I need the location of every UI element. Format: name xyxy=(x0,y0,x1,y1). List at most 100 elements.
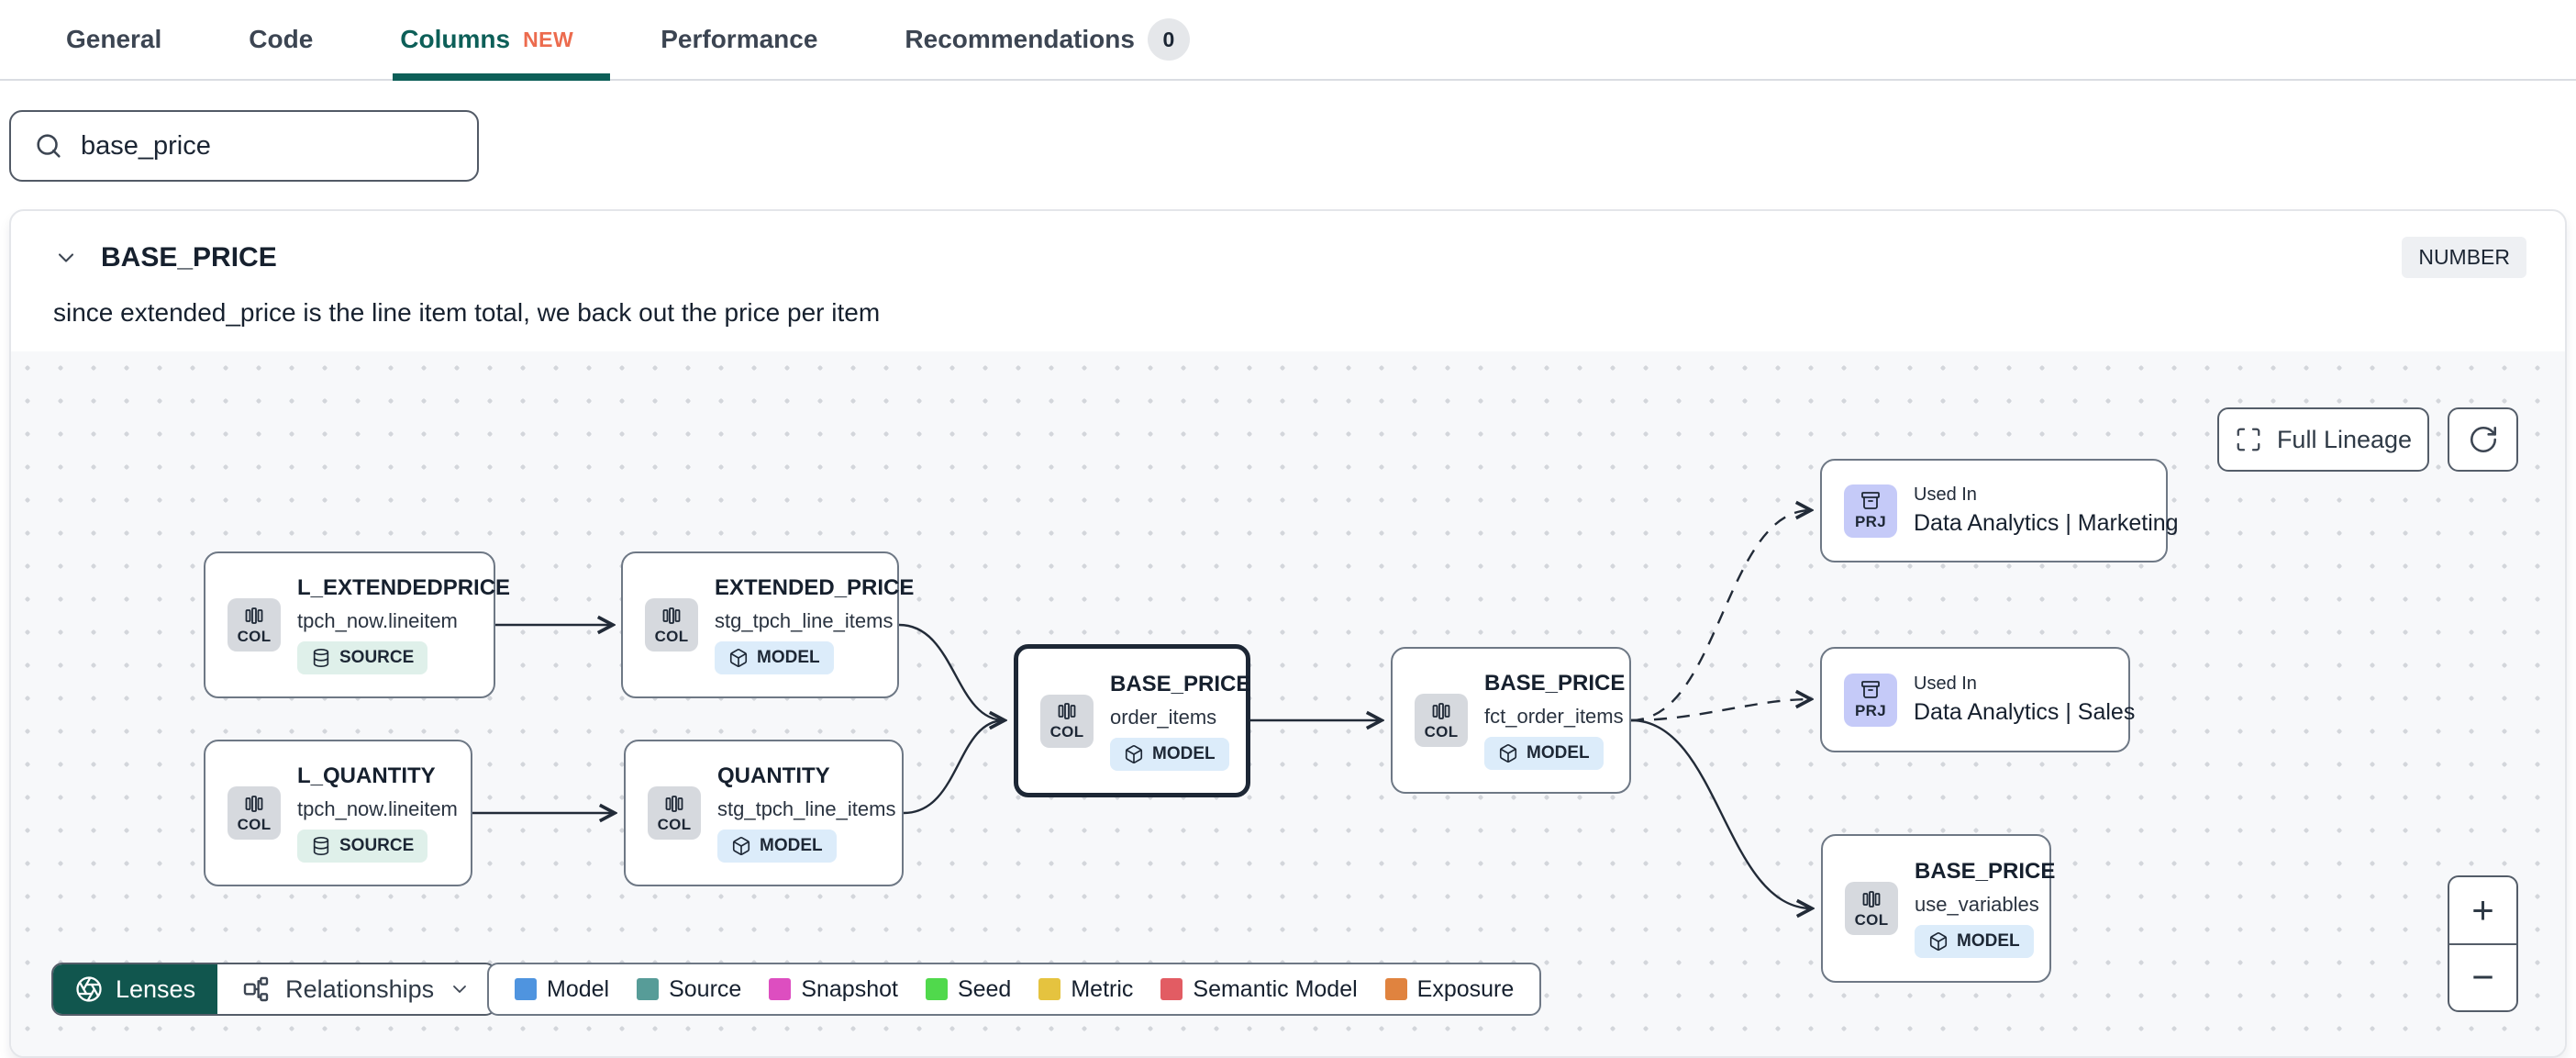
lineage-node-base-price-order-items[interactable]: COL BASE_PRICE order_items MODEL xyxy=(1014,644,1250,797)
archive-icon xyxy=(1861,681,1880,698)
legend-label: Metric xyxy=(1071,975,1134,1002)
tab-label: Recommendations xyxy=(905,25,1135,53)
model-badge: MODEL xyxy=(1915,925,2034,958)
node-title: BASE_PRICE xyxy=(1484,671,1626,696)
legend-label: Seed xyxy=(957,975,1012,1002)
snapshot-swatch xyxy=(769,978,792,1000)
model-badge: MODEL xyxy=(717,830,837,863)
legend-item-source: Source xyxy=(637,976,741,1003)
node-subtitle: use_variables xyxy=(1915,893,2039,916)
kind-label: COL xyxy=(657,815,692,833)
node-subtitle: stg_tpch_line_items xyxy=(717,797,896,820)
prj-kind-box: PRJ xyxy=(1844,484,1897,538)
tab-code[interactable]: Code xyxy=(249,0,313,79)
cube-icon xyxy=(732,837,750,855)
column-name: BASE_PRICE xyxy=(101,241,277,273)
metric-swatch xyxy=(1038,978,1061,1000)
tab-label: Columns xyxy=(400,25,511,53)
tab-recommendations[interactable]: Recommendations 0 xyxy=(905,0,1190,79)
zoom-in-button[interactable]: + xyxy=(2449,877,2516,943)
badge-label: MODEL xyxy=(1957,931,2020,951)
lineage-node-l-quantity[interactable]: COL L_QUANTITY tpch_now.lineitem SOURCE xyxy=(204,740,472,886)
relationships-icon xyxy=(243,976,269,1002)
columns-icon xyxy=(1862,890,1881,908)
node-text: QUANTITY stg_tpch_line_items MODEL xyxy=(717,763,895,863)
tab-bar: General Code Columns NEW Performance Rec… xyxy=(0,0,2576,81)
node-subtitle: order_items xyxy=(1110,705,1217,729)
search-box[interactable] xyxy=(9,110,479,182)
node-text: EXTENDED_PRICE stg_tpch_line_items MODEL xyxy=(715,575,914,674)
full-lineage-label: Full Lineage xyxy=(2276,425,2413,453)
archive-icon xyxy=(1861,492,1880,509)
tab-label: Code xyxy=(249,25,314,53)
badge-label: MODEL xyxy=(757,648,820,667)
node-title: L_EXTENDEDPRICE xyxy=(297,575,511,600)
cube-icon xyxy=(729,649,748,667)
chevron-down-icon[interactable] xyxy=(53,245,79,271)
legend-label: Source xyxy=(669,975,742,1002)
lineage-node-l-extendedprice[interactable]: COL L_EXTENDEDPRICE tpch_now.lineitem SO… xyxy=(204,551,510,698)
node-text: BASE_PRICE use_variables MODEL xyxy=(1915,859,2055,958)
node-subtitle: tpch_now.lineitem xyxy=(297,609,458,632)
lens-controls: Lenses Relationships xyxy=(51,963,497,1016)
model-badge: MODEL xyxy=(1484,737,1604,770)
relationships-label: Relationships xyxy=(285,974,435,1003)
legend-label: Model xyxy=(547,975,610,1002)
columns-icon xyxy=(665,795,683,812)
node-text: L_QUANTITY tpch_now.lineitem SOURCE xyxy=(297,763,458,863)
refresh-button[interactable] xyxy=(2448,407,2518,472)
cube-icon xyxy=(1125,744,1143,763)
node-title: Data Analytics | Sales xyxy=(1914,699,2136,725)
used-in-label: Used In xyxy=(1914,674,1977,694)
search-input[interactable] xyxy=(81,130,455,161)
relationships-dropdown[interactable]: Relationships xyxy=(217,964,494,1014)
model-swatch xyxy=(515,978,537,1000)
node-subtitle: fct_order_items xyxy=(1484,705,1624,728)
columns-icon xyxy=(1432,702,1450,719)
search-icon xyxy=(37,134,61,158)
kind-label: COL xyxy=(654,627,689,645)
badge-label: SOURCE xyxy=(339,836,415,855)
search-row xyxy=(0,81,2576,182)
legend-item-semantic-model: Semantic Model xyxy=(1160,976,1358,1003)
tab-columns[interactable]: Columns NEW xyxy=(393,0,611,81)
legend-item-seed: Seed xyxy=(925,975,1012,1003)
kind-label: PRJ xyxy=(1855,513,1886,530)
node-title: L_QUANTITY xyxy=(297,763,436,788)
kind-label: PRJ xyxy=(1855,702,1886,719)
node-text: BASE_PRICE order_items MODEL xyxy=(1110,672,1250,771)
node-text: L_EXTENDEDPRICE tpch_now.lineitem SOURCE xyxy=(297,575,510,674)
lineage-node-quantity[interactable]: COL QUANTITY stg_tpch_line_items MODEL xyxy=(624,740,904,886)
model-badge: MODEL xyxy=(715,641,834,674)
kind-label: COL xyxy=(1424,722,1459,741)
new-badge: NEW xyxy=(523,27,574,51)
node-title: QUANTITY xyxy=(717,763,830,788)
col-kind-box: COL xyxy=(1415,694,1468,747)
exposure-swatch xyxy=(1384,978,1407,1000)
columns-icon xyxy=(1058,703,1076,719)
lineage-node-used-in-marketing[interactable]: PRJ Used In Data Analytics | Marketing xyxy=(1820,459,2179,562)
col-kind-box: COL xyxy=(645,598,698,652)
lenses-button[interactable]: Lenses xyxy=(53,964,218,1014)
full-lineage-button[interactable]: Full Lineage xyxy=(2217,407,2429,472)
node-title: EXTENDED_PRICE xyxy=(715,575,915,600)
col-kind-box: COL xyxy=(1845,882,1898,935)
zoom-divider xyxy=(2449,942,2516,945)
badge-label: MODEL xyxy=(1152,743,1216,763)
node-title: Data Analytics | Marketing xyxy=(1914,510,2179,536)
source-badge: SOURCE xyxy=(297,641,428,674)
source-swatch xyxy=(637,978,660,1000)
lineage-node-base-price-use-variables[interactable]: COL BASE_PRICE use_variables MODEL xyxy=(1821,834,2055,983)
refresh-icon xyxy=(2470,426,2496,453)
tab-general[interactable]: General xyxy=(66,0,161,79)
lineage-node-extended-price[interactable]: COL EXTENDED_PRICE stg_tpch_line_items M… xyxy=(621,551,914,698)
source-badge: SOURCE xyxy=(297,830,428,863)
zoom-out-button[interactable]: − xyxy=(2449,945,2516,1011)
columns-icon xyxy=(245,607,263,624)
col-kind-box: COL xyxy=(228,786,281,840)
legend-label: Snapshot xyxy=(801,975,898,1002)
lineage-node-base-price-fct-order-items[interactable]: COL BASE_PRICE fct_order_items MODEL xyxy=(1391,647,1631,794)
tab-performance[interactable]: Performance xyxy=(661,0,817,79)
lineage-node-used-in-sales[interactable]: PRJ Used In Data Analytics | Sales xyxy=(1820,647,2135,752)
lineage-canvas[interactable]: COL L_EXTENDEDPRICE tpch_now.lineitem SO… xyxy=(11,351,2565,1056)
